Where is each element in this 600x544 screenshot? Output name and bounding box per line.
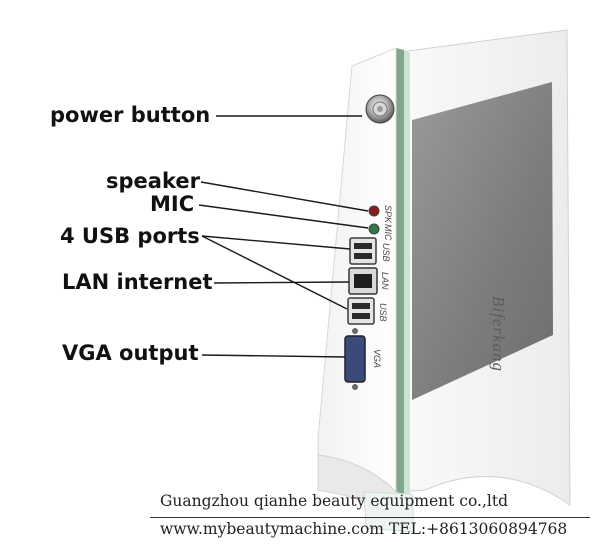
footer-company: Guangzhou qianhe beauty equipment co.,lt…: [160, 492, 508, 510]
label-lan: LAN internet: [62, 270, 213, 294]
footer-divider: [150, 517, 590, 518]
leader-usb-bottom: [201, 235, 348, 310]
label-usb-ports: 4 USB ports: [60, 224, 200, 248]
label-mic: MIC: [150, 192, 195, 216]
usb-port-top: [349, 237, 377, 265]
leader-mic: [198, 204, 369, 229]
mic-jack: [368, 223, 380, 235]
port-label-spk: SPK: [383, 205, 393, 224]
port-label-usb-bottom: USB: [378, 303, 388, 322]
label-speaker: speaker: [106, 169, 200, 193]
leader-lan: [213, 281, 350, 284]
leader-vga: [201, 354, 346, 358]
device-brand: Biferkang: [489, 296, 508, 373]
port-label-lan: LAN: [380, 272, 390, 290]
label-power-button: power button: [50, 103, 211, 127]
usb-port-bottom: [347, 297, 375, 325]
vga-port: [344, 335, 366, 383]
screen: [412, 82, 553, 400]
port-label-mic: MIC: [383, 224, 393, 241]
speaker-jack: [368, 205, 380, 217]
port-label-vga: VGA: [372, 349, 382, 369]
footer-contact: www.mybeautymachine.com TEL:+86130608947…: [160, 520, 568, 538]
label-vga: VGA output: [62, 341, 199, 365]
acrylic-edge: [396, 48, 404, 494]
port-label-usb-top: USB: [381, 243, 391, 262]
leader-usb-top: [201, 235, 351, 250]
leader-speaker: [200, 181, 369, 212]
